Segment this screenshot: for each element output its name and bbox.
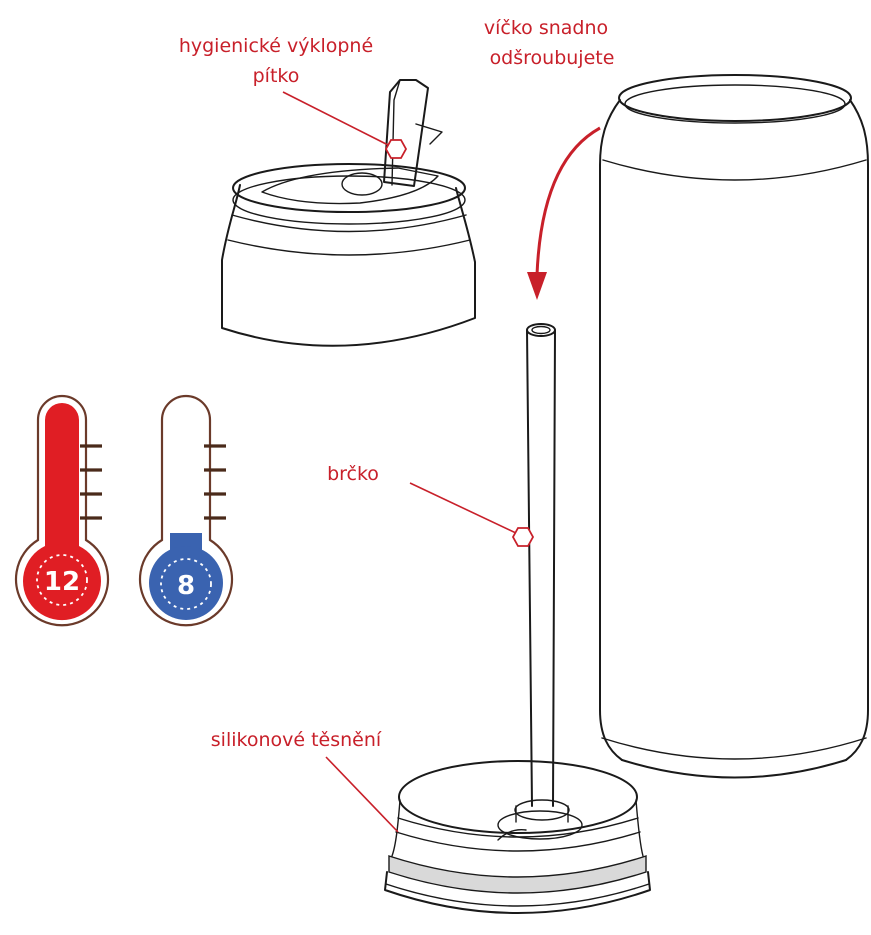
label-lid-unscrew-line1: víčko snadno — [484, 17, 608, 39]
lid-with-spout — [221, 79, 476, 347]
cold-hours: 8 — [177, 571, 195, 601]
hot-hours: 12 — [44, 567, 80, 597]
cold-mercury-bulb — [149, 546, 223, 620]
leader-seal — [325, 756, 399, 833]
straw-marker — [511, 527, 535, 547]
thermometer-cold: 8 — [138, 394, 234, 627]
bottom-cap — [384, 760, 651, 914]
spout-marker — [384, 139, 408, 159]
label-silicone-seal: silikonové těsnění — [211, 729, 382, 751]
label-straw-spout-line2: pítko — [253, 65, 300, 87]
unscrew-arrow — [527, 126, 601, 300]
label-lid-unscrew-line2: odšroubujete — [490, 47, 615, 69]
label-straw: brčko — [327, 463, 379, 485]
thermometer-hot: 12 — [14, 394, 110, 627]
straw-drawing — [526, 323, 556, 807]
leader-straw — [409, 482, 535, 547]
can-body — [599, 74, 869, 779]
label-straw-spout-line1: hygienické výklopné — [179, 35, 373, 57]
leader-spout — [282, 91, 408, 159]
